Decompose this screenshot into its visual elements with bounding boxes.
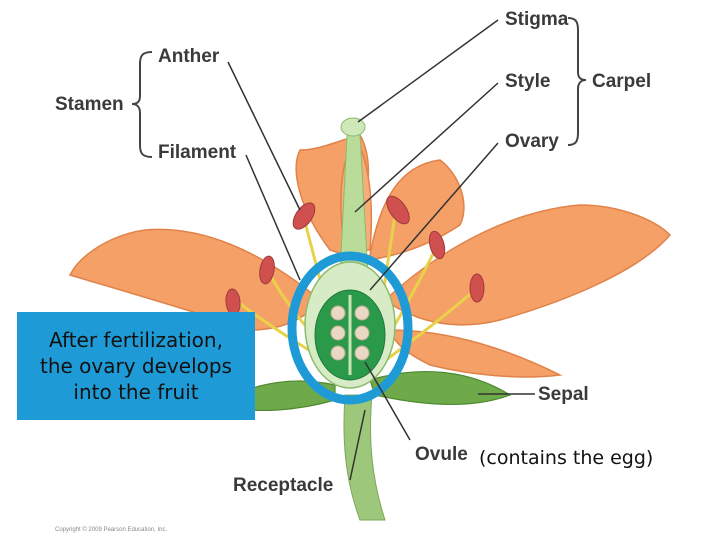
petal-lower-right (388, 329, 563, 378)
label-stigma: Stigma (505, 9, 569, 30)
fertilization-callout: After fertilization, the ovary develops … (17, 312, 255, 420)
leader-style (354, 82, 499, 213)
leader-filament (245, 154, 301, 281)
leader-lines (227, 19, 535, 481)
label-style: Style (505, 71, 551, 92)
anthers (225, 195, 485, 316)
callout-line-2: the ovary develops (40, 354, 232, 378)
petal-upper-right (369, 159, 465, 261)
ovary-highlight-ring (287, 251, 413, 405)
leader-ovule (364, 361, 411, 441)
label-receptacle: Receptacle (233, 475, 334, 496)
stem (343, 394, 386, 521)
petal-right (383, 204, 672, 326)
callout-line-1: After fertilization, (49, 328, 223, 352)
label-ovule: Ovule (415, 444, 468, 465)
ovule-note: (contains the egg) (479, 447, 654, 469)
leader-anther (227, 61, 301, 211)
label-stamen: Stamen (55, 94, 124, 115)
stigma (340, 117, 366, 137)
label-sepal: Sepal (538, 384, 589, 405)
leader-ovary (369, 142, 499, 291)
petal-left (68, 228, 322, 331)
leader-receptacle (349, 409, 366, 481)
stamen-bracket (131, 51, 153, 158)
label-anther: Anther (158, 46, 220, 67)
copyright-notice: Copyright © 2009 Pearson Education, Inc. (55, 527, 168, 533)
label-ovary: Ovary (505, 131, 559, 152)
leader-stigma (357, 19, 499, 123)
sepal-right (369, 370, 512, 406)
carpel-bracket (567, 17, 587, 146)
ovules (330, 305, 370, 361)
label-carpel: Carpel (592, 71, 652, 92)
callout-line-3: into the fruit (73, 380, 199, 404)
label-filament: Filament (158, 142, 237, 163)
brackets (131, 17, 587, 158)
